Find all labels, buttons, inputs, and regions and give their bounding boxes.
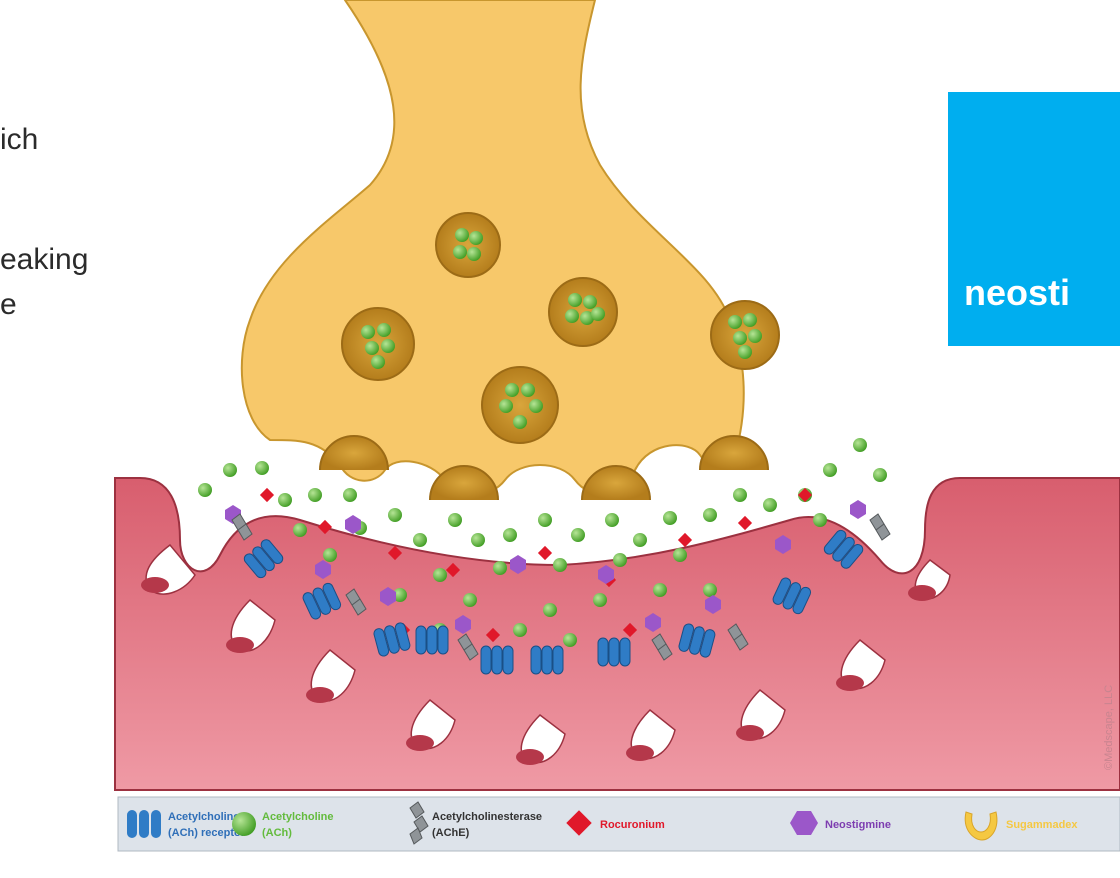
- vesicle: [711, 301, 779, 369]
- vesicle: [342, 308, 414, 380]
- legend-label-ach-receptor-1: Acetylcholine: [168, 811, 240, 823]
- legend-label-ache-1: Acetylcholinesterase: [432, 811, 542, 823]
- legend-label-ach-1: Acetylcholine: [262, 811, 334, 823]
- legend-label-ach-2: (ACh): [262, 827, 292, 839]
- copyright-text: ©Medscape, LLC: [1103, 685, 1115, 770]
- vesicle: [436, 213, 500, 277]
- legend-label-neostigmine: Neostigmine: [825, 819, 891, 831]
- legend-label-ache-2: (AChE): [432, 827, 470, 839]
- vesicle: [549, 278, 617, 346]
- legend-label-rocuronium: Rocuronium: [600, 819, 665, 831]
- legend-label-sugammadex: Sugammadex: [1006, 819, 1078, 831]
- receptor-icon: [127, 810, 161, 838]
- vesicle: [482, 367, 558, 443]
- ach-icon: [232, 812, 256, 836]
- legend: Acetylcholine (ACh) receptor Acetylcholi…: [118, 797, 1120, 851]
